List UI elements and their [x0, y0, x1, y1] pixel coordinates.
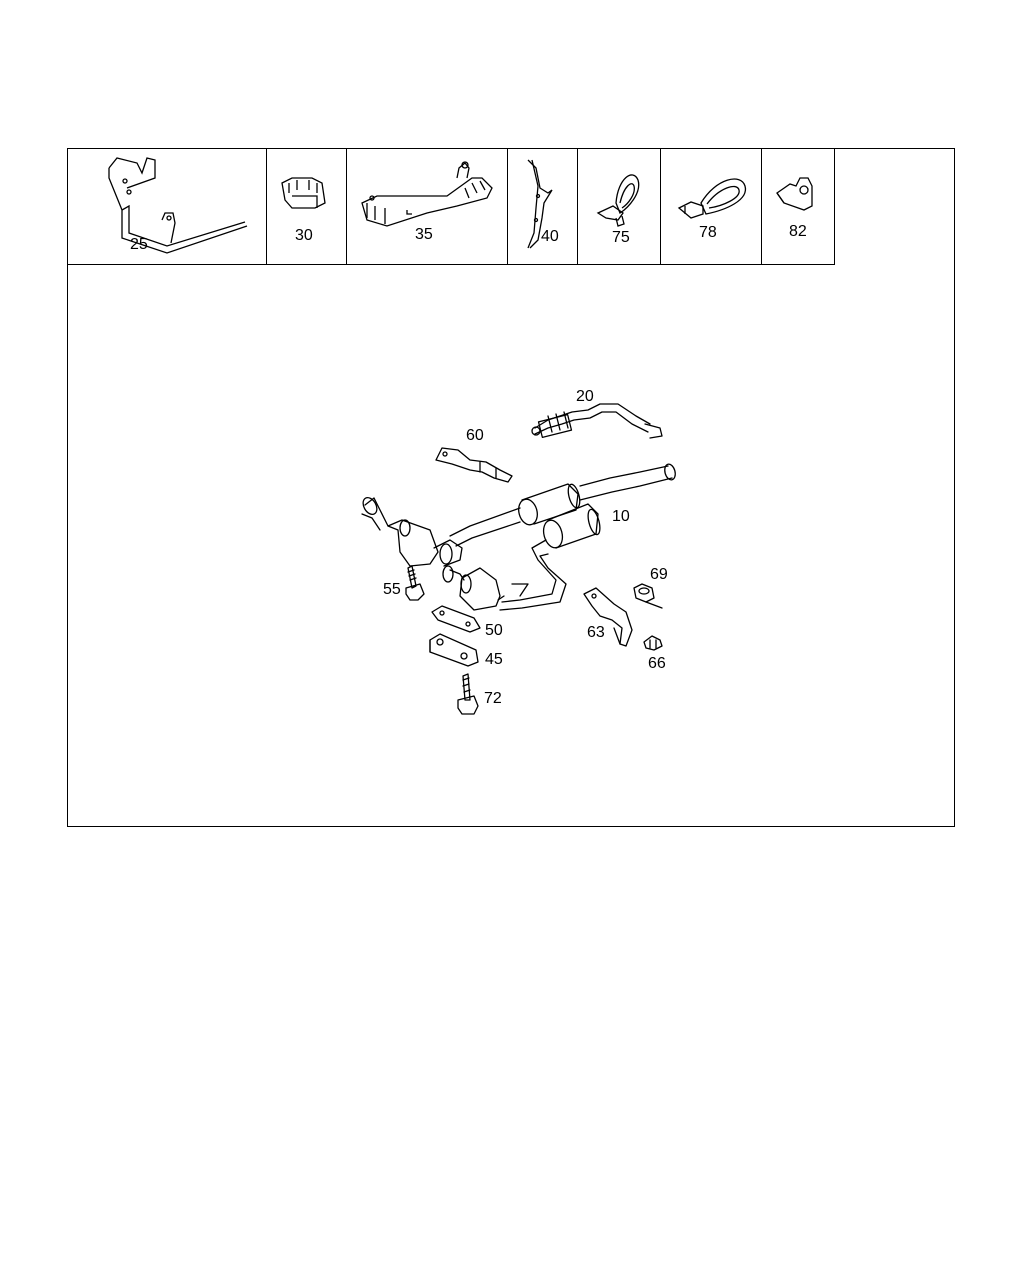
bracket-60-part[interactable] [435, 447, 513, 483]
bracket-long-icon [108, 157, 248, 254]
nut-69-part[interactable] [633, 583, 663, 609]
thumbnail-label-78: 78 [699, 224, 717, 241]
thumbnail-75[interactable]: 75 [578, 148, 661, 265]
cable-tie-icon [677, 178, 746, 219]
thumbnail-label-75: 75 [612, 229, 630, 246]
callout-60: 60 [466, 427, 484, 444]
thumbnail-label-30: 30 [295, 227, 313, 244]
callout-72: 72 [484, 690, 502, 707]
cable-tie-clip-icon [596, 174, 640, 227]
strip-bracket-icon [527, 159, 553, 249]
thumbnail-label-25: 25 [130, 236, 148, 253]
bolt-72-part[interactable] [457, 673, 479, 715]
bolt-55-part[interactable] [405, 565, 425, 601]
thumbnail-label-40: 40 [541, 228, 559, 245]
callout-63: 63 [587, 624, 605, 641]
callout-20: 20 [576, 388, 594, 405]
thumbnail-78[interactable]: 78 [661, 148, 762, 265]
mount-bracket-icon [776, 177, 813, 211]
diagram-frame [67, 148, 955, 827]
callout-66: 66 [648, 655, 666, 672]
catalytic-converter-lower[interactable] [442, 565, 505, 611]
callout-50: 50 [485, 622, 503, 639]
thumbnail-label-35: 35 [415, 226, 433, 243]
exhaust-pipe-assembly[interactable] [449, 463, 677, 611]
callout-45: 45 [485, 651, 503, 668]
bracket-63-part[interactable] [583, 587, 633, 647]
callout-69: 69 [650, 566, 668, 583]
bracket-45-part[interactable] [429, 633, 479, 667]
clip-icon [281, 177, 326, 209]
plate-50-part[interactable] [431, 605, 481, 633]
catalytic-converter-upper[interactable] [360, 495, 463, 567]
thumbnail-25[interactable]: 25 [67, 148, 267, 265]
callout-55: 55 [383, 581, 401, 598]
clip-66-part[interactable] [643, 635, 663, 651]
thumbnail-82[interactable]: 82 [762, 148, 835, 265]
oxygen-sensor-part[interactable] [531, 403, 663, 439]
thumbnail-30[interactable]: 30 [267, 148, 347, 265]
thumbnail-35[interactable]: 35 [347, 148, 508, 265]
thumbnail-40[interactable]: 40 [508, 148, 578, 265]
callout-10: 10 [612, 508, 630, 525]
thumbnail-label-82: 82 [789, 223, 807, 240]
bracket-harness-icon [361, 161, 493, 227]
